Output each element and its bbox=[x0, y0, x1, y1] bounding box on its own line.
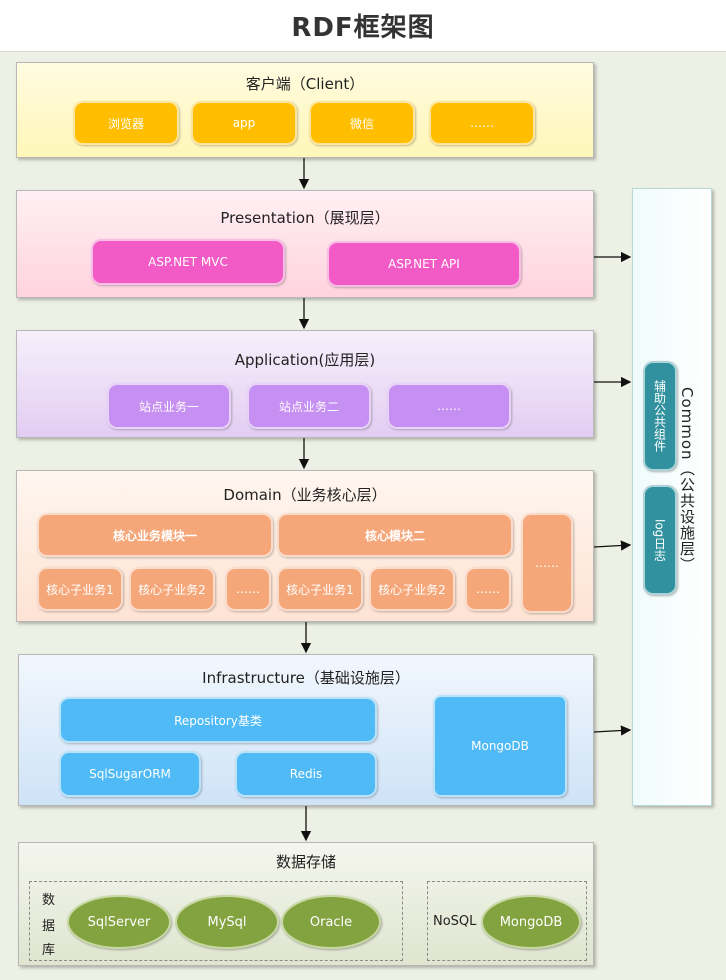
domain-module-core1: 核心业务模块一 bbox=[37, 513, 273, 557]
db-label-1: 数 bbox=[42, 893, 56, 908]
db-sqlserver: SqlServer bbox=[67, 895, 171, 949]
infra-redis: Redis bbox=[235, 751, 377, 797]
presentation-item-mvc: ASP.NET MVC bbox=[91, 239, 285, 285]
domain-layer-title: Domain（业务核心层） bbox=[223, 486, 387, 504]
presentation-layer: Presentation（展现层） ASP.NET MVC ASP.NET AP… bbox=[16, 190, 594, 298]
diagram-title-bar: RDF框架图 bbox=[0, 0, 726, 52]
common-layer: Common（公共设施层） 辅助公共组件 log日志 bbox=[632, 188, 712, 806]
domain-sub2-b: 核心子业务2 bbox=[369, 567, 455, 611]
arrow-domain-to-common bbox=[593, 540, 632, 551]
nosql-label: NoSQL bbox=[433, 914, 477, 929]
client-item-wechat: 微信 bbox=[309, 101, 415, 145]
arrow-infrastructure-to-common bbox=[593, 725, 632, 736]
presentation-item-api: ASP.NET API bbox=[327, 241, 521, 287]
application-item-more: …… bbox=[387, 383, 511, 429]
relational-db-group bbox=[29, 881, 403, 961]
domain-sub1-b: 核心子业务2 bbox=[129, 567, 215, 611]
client-item-browser: 浏览器 bbox=[73, 101, 179, 145]
nosql-group bbox=[427, 881, 587, 961]
db-oracle: Oracle bbox=[281, 895, 381, 949]
storage-layer-title: 数据存储 bbox=[275, 853, 336, 871]
infrastructure-layer: Infrastructure（基础设施层） Repository基类 SqlSu… bbox=[18, 654, 594, 806]
db-label-2: 据 bbox=[42, 919, 56, 934]
domain-module-more: …… bbox=[521, 513, 573, 613]
domain-module-core2: 核心模块二 bbox=[277, 513, 513, 557]
infra-mongodb: MongoDB bbox=[433, 695, 567, 797]
client-layer: 客户端（Client） 浏览器 app 微信 …… bbox=[16, 62, 594, 158]
application-item-site2: 站点业务二 bbox=[247, 383, 371, 429]
storage-layer: 数据存储 数 据 库 SqlServer MySql Oracle NoSQL … bbox=[18, 842, 594, 966]
client-item-more: …… bbox=[429, 101, 535, 145]
db-label-3: 库 bbox=[42, 943, 56, 958]
infra-repository: Repository基类 bbox=[59, 697, 377, 743]
domain-sub2-more: …… bbox=[465, 567, 511, 611]
presentation-layer-title: Presentation（展现层） bbox=[220, 209, 390, 227]
infrastructure-layer-title: Infrastructure（基础设施层） bbox=[202, 669, 410, 687]
application-layer-title: Application(应用层) bbox=[234, 351, 376, 369]
application-layer: Application(应用层) 站点业务一 站点业务二 …… bbox=[16, 330, 594, 438]
common-log: log日志 bbox=[643, 485, 677, 595]
domain-sub1-more: …… bbox=[225, 567, 271, 611]
diagram-title: RDF框架图 bbox=[291, 13, 435, 43]
domain-sub2-a: 核心子业务1 bbox=[277, 567, 363, 611]
application-item-site1: 站点业务一 bbox=[107, 383, 231, 429]
infra-orm: SqlSugarORM bbox=[59, 751, 201, 797]
common-helper-components: 辅助公共组件 bbox=[643, 361, 677, 471]
domain-sub1-a: 核心子业务1 bbox=[37, 567, 123, 611]
common-layer-title: Common（公共设施层） bbox=[678, 387, 696, 573]
db-mysql: MySql bbox=[175, 895, 279, 949]
client-item-app: app bbox=[191, 101, 297, 145]
domain-layer: Domain（业务核心层） 核心业务模块一 核心模块二 …… 核心子业务1 核心… bbox=[16, 470, 594, 622]
db-nosql-mongodb: MongoDB bbox=[481, 895, 581, 949]
client-layer-title: 客户端（Client） bbox=[245, 75, 365, 93]
